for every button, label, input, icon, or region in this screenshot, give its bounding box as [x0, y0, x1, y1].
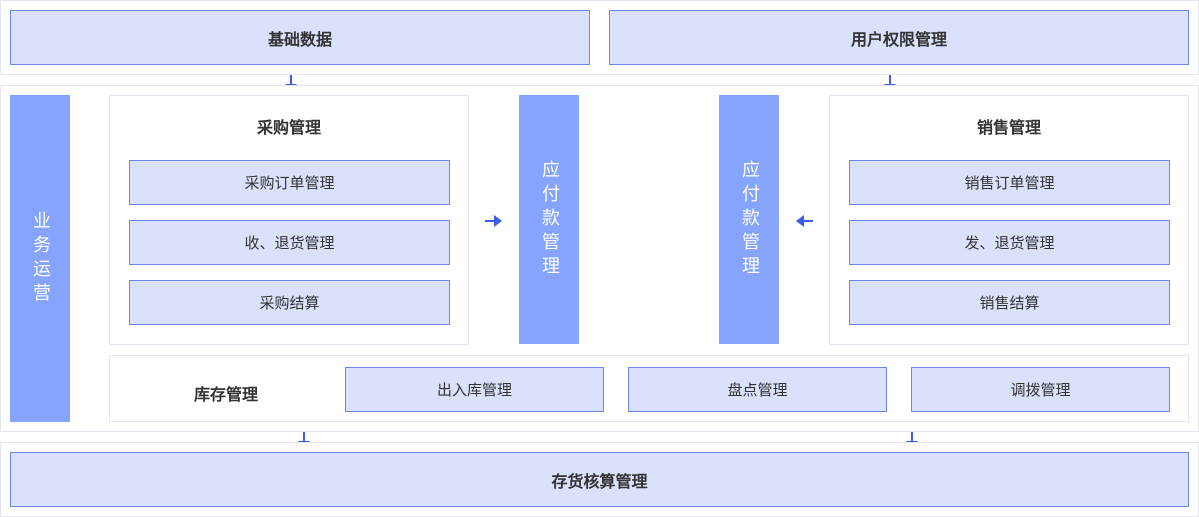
purchase-settlement-box: 采购结算 — [129, 280, 450, 325]
sales-order-box: 销售订单管理 — [849, 160, 1170, 205]
sales-settlement-box: 销售结算 — [849, 280, 1170, 325]
left-arrow-icon — [796, 215, 813, 227]
payable-bar-left: 应付款管理 — [519, 95, 579, 344]
inventory-title: 库存管理 — [193, 385, 258, 404]
purchase-title: 采购管理 — [256, 118, 321, 137]
business-operations-label: 业务运营 — [30, 210, 51, 307]
payable-label-left: 应付款管理 — [539, 159, 560, 280]
stocktaking-box: 盘点管理 — [628, 367, 887, 412]
inventory-accounting-box: 存货核算管理 — [10, 452, 1189, 507]
sales-title: 销售管理 — [976, 118, 1041, 137]
payable-label-right: 应付款管理 — [739, 159, 760, 280]
payable-bar-right: 应付款管理 — [719, 95, 779, 344]
purchase-receipt-return-box: 收、退货管理 — [129, 220, 450, 265]
transfer-box: 调拨管理 — [911, 367, 1170, 412]
stock-in-out-box: 出入库管理 — [345, 367, 604, 412]
user-permission-box: 用户权限管理 — [609, 10, 1189, 65]
basic-data-box: 基础数据 — [10, 10, 590, 65]
business-operations-bar: 业务运营 — [10, 95, 70, 422]
right-arrow-icon — [485, 215, 502, 227]
sales-shipping-return-box: 发、退货管理 — [849, 220, 1170, 265]
purchase-order-box: 采购订单管理 — [129, 160, 450, 205]
